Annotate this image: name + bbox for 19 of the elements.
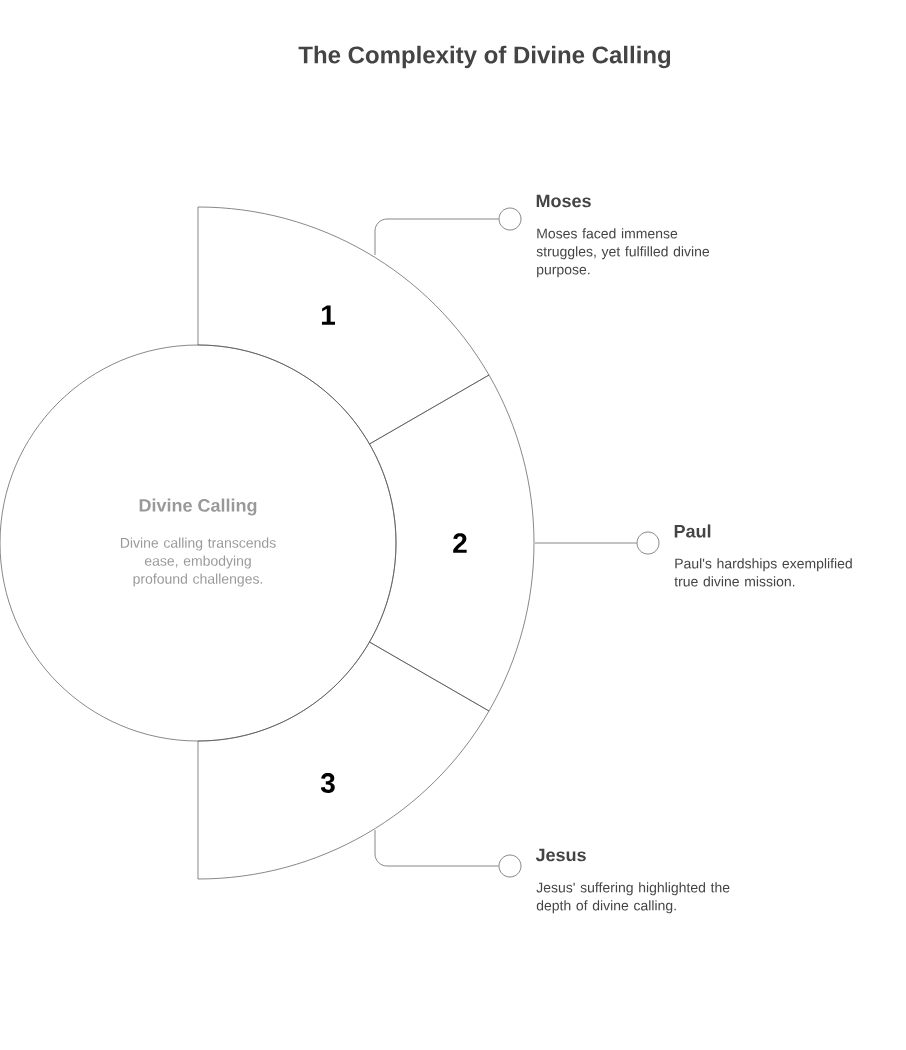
ring-segment: 2 bbox=[369, 374, 535, 712]
hub-description: Divine calling transcends ease, embodying profound challenges. bbox=[120, 537, 276, 587]
description: Moses faced immense struggles, yet fulfilled divine purpose. bbox=[536, 228, 710, 278]
heading: Jesus bbox=[535, 848, 586, 862]
hub-heading: Divine Calling bbox=[139, 498, 257, 516]
circle-marker bbox=[498, 207, 522, 231]
ring-segment: 1 bbox=[197, 206, 490, 445]
connector-line bbox=[534, 542, 637, 544]
circle-marker bbox=[636, 531, 660, 555]
description: Jesus' suffering highlighted the depth of divine calling. bbox=[536, 882, 730, 914]
connector-line bbox=[374, 829, 499, 867]
circle bbox=[0, 344, 397, 742]
heading: Moses bbox=[536, 194, 591, 208]
ring-segment: 3 bbox=[197, 641, 490, 880]
description: Paul's hardships exemplified true divine mission. bbox=[674, 558, 852, 587]
circle-marker bbox=[498, 854, 522, 878]
title: The Complexity of Divine Calling bbox=[298, 45, 671, 69]
connector-line bbox=[374, 218, 499, 256]
heading: Paul bbox=[674, 524, 711, 538]
